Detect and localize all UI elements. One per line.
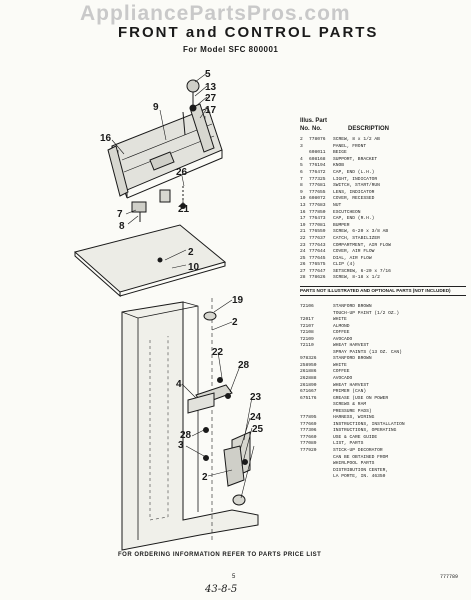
callout-22: 22	[212, 347, 224, 358]
callout-3: 3	[178, 440, 184, 451]
callout-8: 8	[119, 221, 125, 232]
callout-5: 5	[205, 69, 211, 80]
list-item: PRESSURE PADS)	[333, 408, 372, 414]
callout-23: 23	[250, 392, 262, 403]
callout-16: 16	[100, 133, 112, 144]
page-number: 5	[232, 574, 236, 580]
recessed-cover	[73, 224, 227, 293]
list-item: SPRAY PAINTS (13 OZ. CAN)	[333, 349, 402, 355]
callout-7: 7	[117, 209, 123, 220]
callout-2b: 2	[232, 317, 238, 328]
not-illustrated-heading: PARTS NOT ILLUSTRATED AND OPTIONAL PARTS…	[300, 286, 466, 296]
callout-28a: 28	[238, 360, 250, 371]
start-run-switch	[131, 201, 147, 213]
col-illus-no: No.	[300, 126, 310, 132]
model-subtitle: For Model SFC 800001	[183, 45, 279, 54]
callout-2a: 2	[188, 247, 194, 258]
callout-13: 13	[205, 82, 217, 93]
ordering-note: FOR ORDERING INFORMATION REFER TO PARTS …	[118, 552, 322, 558]
callout-9: 9	[153, 102, 159, 113]
table-head-illus: Illus. Part	[300, 118, 328, 124]
bumper	[203, 311, 217, 321]
list-item: SCREWS & RAM	[333, 402, 367, 408]
callout-19: 19	[232, 295, 244, 306]
support-bracket	[187, 392, 215, 414]
knob	[186, 79, 200, 93]
list-item: WHIRLPOOL PARTS	[333, 461, 375, 467]
air-flow-dial	[232, 494, 246, 506]
handwritten-note: 43-8-5	[205, 584, 238, 595]
callout-2c: 2	[202, 472, 208, 483]
callout-28b: 28	[180, 430, 192, 441]
end-cap-left	[107, 145, 129, 197]
front-panel	[121, 301, 259, 551]
document-id: 777789	[440, 574, 459, 580]
list-item: TOUCH-UP PAINT (1/2 OZ.)	[333, 310, 400, 316]
watermark: AppliancePartsPros.com	[80, 2, 351, 25]
list-item: LA PORTE, IN. 46350	[333, 474, 386, 480]
list-item: DISTRIBUTION CENTER,	[333, 467, 389, 473]
air-flow-cover	[223, 445, 245, 487]
col-part-no: No.	[312, 126, 322, 132]
page-title: FRONT and CONTROL PARTS	[118, 24, 379, 41]
callout-21: 21	[178, 204, 190, 215]
callout-4: 4	[176, 379, 182, 390]
callout-27: 27	[205, 93, 217, 104]
callout-25: 25	[252, 424, 264, 435]
callout-10: 10	[188, 262, 200, 273]
list-item: CAN BE OBTAINED FROM	[333, 454, 389, 460]
col-description: DESCRIPTION	[348, 126, 390, 132]
callout-17: 17	[205, 105, 217, 116]
callout-26: 26	[176, 167, 188, 178]
indicator-lens-slot	[149, 151, 175, 171]
callout-24: 24	[250, 412, 262, 423]
